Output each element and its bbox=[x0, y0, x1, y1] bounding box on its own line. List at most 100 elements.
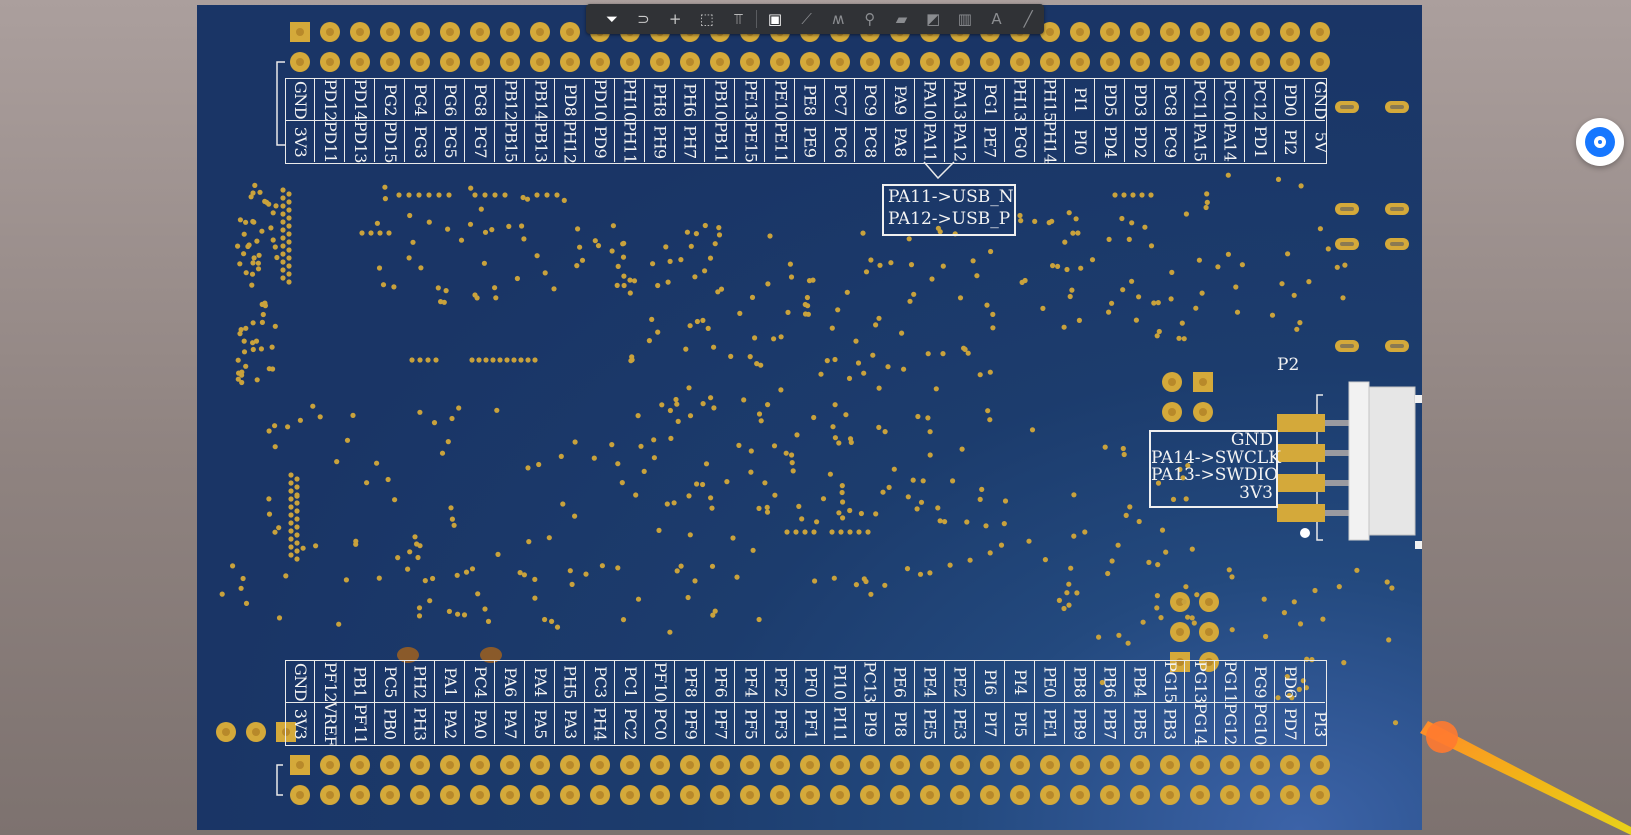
via bbox=[876, 315, 882, 321]
diff-pair-button[interactable]: ʍ bbox=[822, 4, 854, 34]
pin-label-text: PD0 bbox=[1281, 83, 1300, 117]
via bbox=[1275, 695, 1281, 701]
route-icon: ⟋ bbox=[801, 10, 812, 28]
smd-pad[interactable] bbox=[1277, 444, 1325, 462]
via bbox=[558, 453, 564, 459]
via bbox=[482, 229, 489, 235]
via bbox=[700, 317, 706, 323]
usb-note-box[interactable]: PA11->USB_N PA12->USB_P bbox=[882, 184, 1016, 236]
pin-label-text: PB0 bbox=[381, 708, 401, 740]
select-rect-button[interactable]: ⬚ bbox=[691, 4, 723, 34]
pad-hole bbox=[386, 761, 394, 769]
via bbox=[286, 223, 292, 229]
text-button[interactable]: A bbox=[981, 4, 1013, 34]
via bbox=[1148, 243, 1155, 249]
pin-label-text: PB10 bbox=[711, 79, 731, 121]
via bbox=[1392, 720, 1399, 726]
pin-label-text: PE2 bbox=[951, 666, 970, 698]
via bbox=[979, 486, 985, 492]
via bbox=[317, 414, 323, 420]
via bbox=[592, 238, 598, 244]
filter-button[interactable]: ⏷ bbox=[596, 4, 628, 34]
via bbox=[1297, 621, 1304, 627]
pin-label-text: PF11 bbox=[351, 703, 371, 745]
pad-hole bbox=[866, 791, 874, 799]
via bbox=[1229, 627, 1235, 633]
via bbox=[286, 255, 292, 261]
via bbox=[251, 219, 257, 225]
via bbox=[663, 244, 669, 250]
diff-pair-icon: ʍ bbox=[832, 10, 845, 28]
via bbox=[532, 357, 538, 363]
pin-label-text: PA15 bbox=[1191, 122, 1210, 162]
plus-button[interactable]: + bbox=[659, 4, 691, 34]
via bbox=[1066, 210, 1072, 216]
pin-label: PG5 bbox=[436, 121, 464, 163]
via bbox=[784, 529, 790, 535]
via bbox=[1133, 317, 1139, 323]
pad-hole bbox=[1256, 791, 1264, 799]
assistant-button[interactable] bbox=[1576, 118, 1624, 166]
chart-button[interactable]: ▥ bbox=[949, 4, 981, 34]
layers-button[interactable]: ▰ bbox=[886, 4, 918, 34]
bottom-header-outline bbox=[285, 660, 1327, 746]
via-button[interactable]: ⚲ bbox=[854, 4, 886, 34]
pin-label-text: PG9 bbox=[1251, 665, 1271, 699]
pin-label-text: PH9 bbox=[651, 125, 670, 159]
via bbox=[847, 529, 853, 535]
smd-pad[interactable] bbox=[1277, 474, 1325, 492]
via bbox=[446, 192, 452, 198]
via bbox=[294, 532, 300, 538]
pad-hole bbox=[1316, 28, 1324, 36]
board-outline-button[interactable]: ◩ bbox=[917, 4, 949, 34]
pin-label-text: PC9 bbox=[861, 84, 880, 116]
via bbox=[230, 563, 236, 569]
chip-button[interactable]: ▣ bbox=[759, 4, 791, 34]
pin-label-text: PI5 bbox=[1010, 711, 1030, 737]
pin-label-text: 3V3 bbox=[291, 708, 311, 740]
header-divider bbox=[824, 78, 825, 162]
via bbox=[882, 429, 888, 435]
header-divider bbox=[1304, 660, 1305, 744]
line-button[interactable]: ╱ bbox=[1012, 4, 1044, 34]
pin-label-text: PB4 bbox=[1131, 666, 1151, 698]
via bbox=[614, 282, 620, 288]
via bbox=[288, 544, 294, 550]
via bbox=[961, 345, 967, 351]
via bbox=[520, 194, 526, 201]
pad-hole bbox=[296, 791, 304, 799]
pad-hole bbox=[386, 28, 394, 36]
designator-p2[interactable]: P2 bbox=[1277, 355, 1300, 375]
pin-label: PA8 bbox=[886, 121, 914, 163]
pin-label: PG2 bbox=[376, 79, 404, 121]
pin-label-text: 3V3 bbox=[291, 126, 311, 158]
via bbox=[1386, 637, 1392, 643]
via bbox=[492, 192, 498, 198]
via bbox=[260, 311, 266, 318]
pin-label: PC9 bbox=[1156, 121, 1184, 163]
header-divider bbox=[914, 78, 915, 162]
magnet-button[interactable]: ⊃ bbox=[628, 4, 660, 34]
smd-pad[interactable] bbox=[1277, 504, 1325, 522]
align-button[interactable]: ⫪ bbox=[723, 4, 755, 34]
header-divider bbox=[494, 660, 495, 744]
route-button[interactable]: ⟋ bbox=[791, 4, 823, 34]
via bbox=[610, 223, 616, 229]
via bbox=[416, 192, 422, 198]
via bbox=[927, 429, 933, 435]
via bbox=[1284, 674, 1290, 680]
pin-label: PH4 bbox=[586, 703, 614, 745]
smd-pad[interactable] bbox=[1277, 414, 1325, 432]
via bbox=[241, 251, 247, 257]
via bbox=[927, 452, 933, 458]
via bbox=[294, 556, 300, 562]
pcb-canvas[interactable] bbox=[197, 5, 1422, 830]
via bbox=[591, 455, 597, 461]
pin-label-text: PB1 bbox=[351, 666, 371, 698]
via bbox=[237, 217, 243, 223]
swd-note-box[interactable]: GND PA14->SWCLK PA13->SWDIO 3V3 bbox=[1149, 430, 1281, 508]
pin-label-text: PE10 bbox=[771, 79, 790, 121]
via bbox=[762, 480, 768, 486]
via bbox=[1158, 615, 1164, 621]
